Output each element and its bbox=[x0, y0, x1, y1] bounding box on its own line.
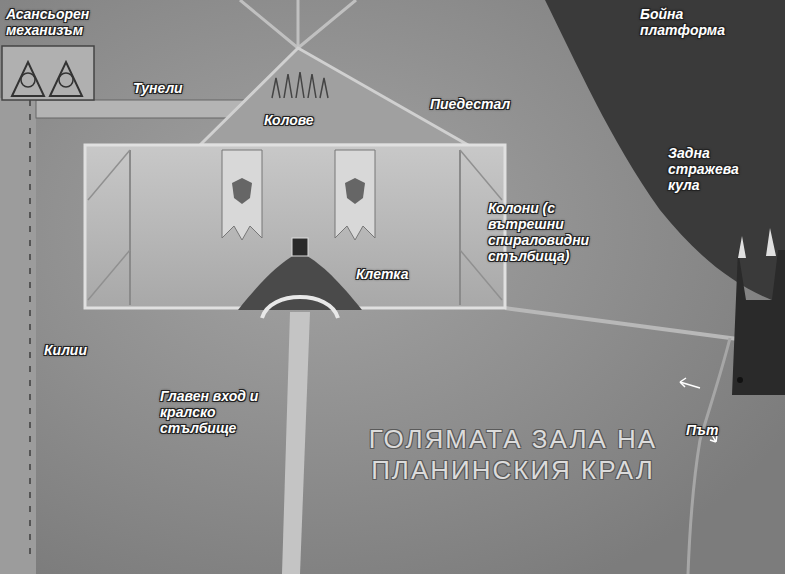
part-label: Килии bbox=[44, 342, 114, 358]
part-label: Главен вход и кралско стълбище bbox=[160, 388, 275, 436]
gear bbox=[59, 73, 73, 87]
part-label: Задна стражева кула bbox=[668, 145, 758, 193]
part-label: Клетка bbox=[356, 266, 426, 282]
part-label: Тунели bbox=[133, 80, 203, 96]
shaft-ladder bbox=[29, 100, 31, 560]
royal-stair bbox=[282, 312, 310, 574]
part-label: Бойна платформа bbox=[640, 6, 740, 38]
banner bbox=[335, 150, 375, 240]
roof-beam bbox=[240, 0, 356, 48]
road-line bbox=[688, 338, 730, 574]
watchtower bbox=[732, 250, 785, 395]
part-label: Колове bbox=[264, 112, 334, 128]
tower-door bbox=[737, 377, 743, 383]
roof bbox=[200, 48, 468, 145]
map-title: ГОЛЯМАТА ЗАЛА НА ПЛАНИНСКИЯ КРАЛ bbox=[368, 424, 658, 486]
gear bbox=[21, 73, 35, 87]
part-label: Асансьорен механизъм bbox=[6, 6, 116, 38]
mountain-rock bbox=[545, 0, 785, 305]
mechanism-box bbox=[2, 46, 94, 100]
banner-shield bbox=[232, 178, 252, 204]
column bbox=[459, 150, 461, 305]
part-label: Пиедестал bbox=[430, 96, 530, 112]
throne-mound bbox=[238, 252, 362, 310]
tower-flame bbox=[738, 228, 776, 258]
spikes bbox=[272, 72, 328, 98]
column bbox=[129, 150, 131, 305]
road-arrow bbox=[680, 378, 686, 387]
gear-frame bbox=[12, 62, 82, 96]
banner-shield bbox=[345, 178, 365, 204]
banner bbox=[222, 150, 262, 240]
part-label: Колони (с вътрешни спираловидни стълбища… bbox=[488, 200, 613, 264]
part-label: Път bbox=[686, 422, 736, 438]
throne-cage bbox=[292, 238, 308, 256]
elevator-shaft bbox=[0, 98, 36, 574]
